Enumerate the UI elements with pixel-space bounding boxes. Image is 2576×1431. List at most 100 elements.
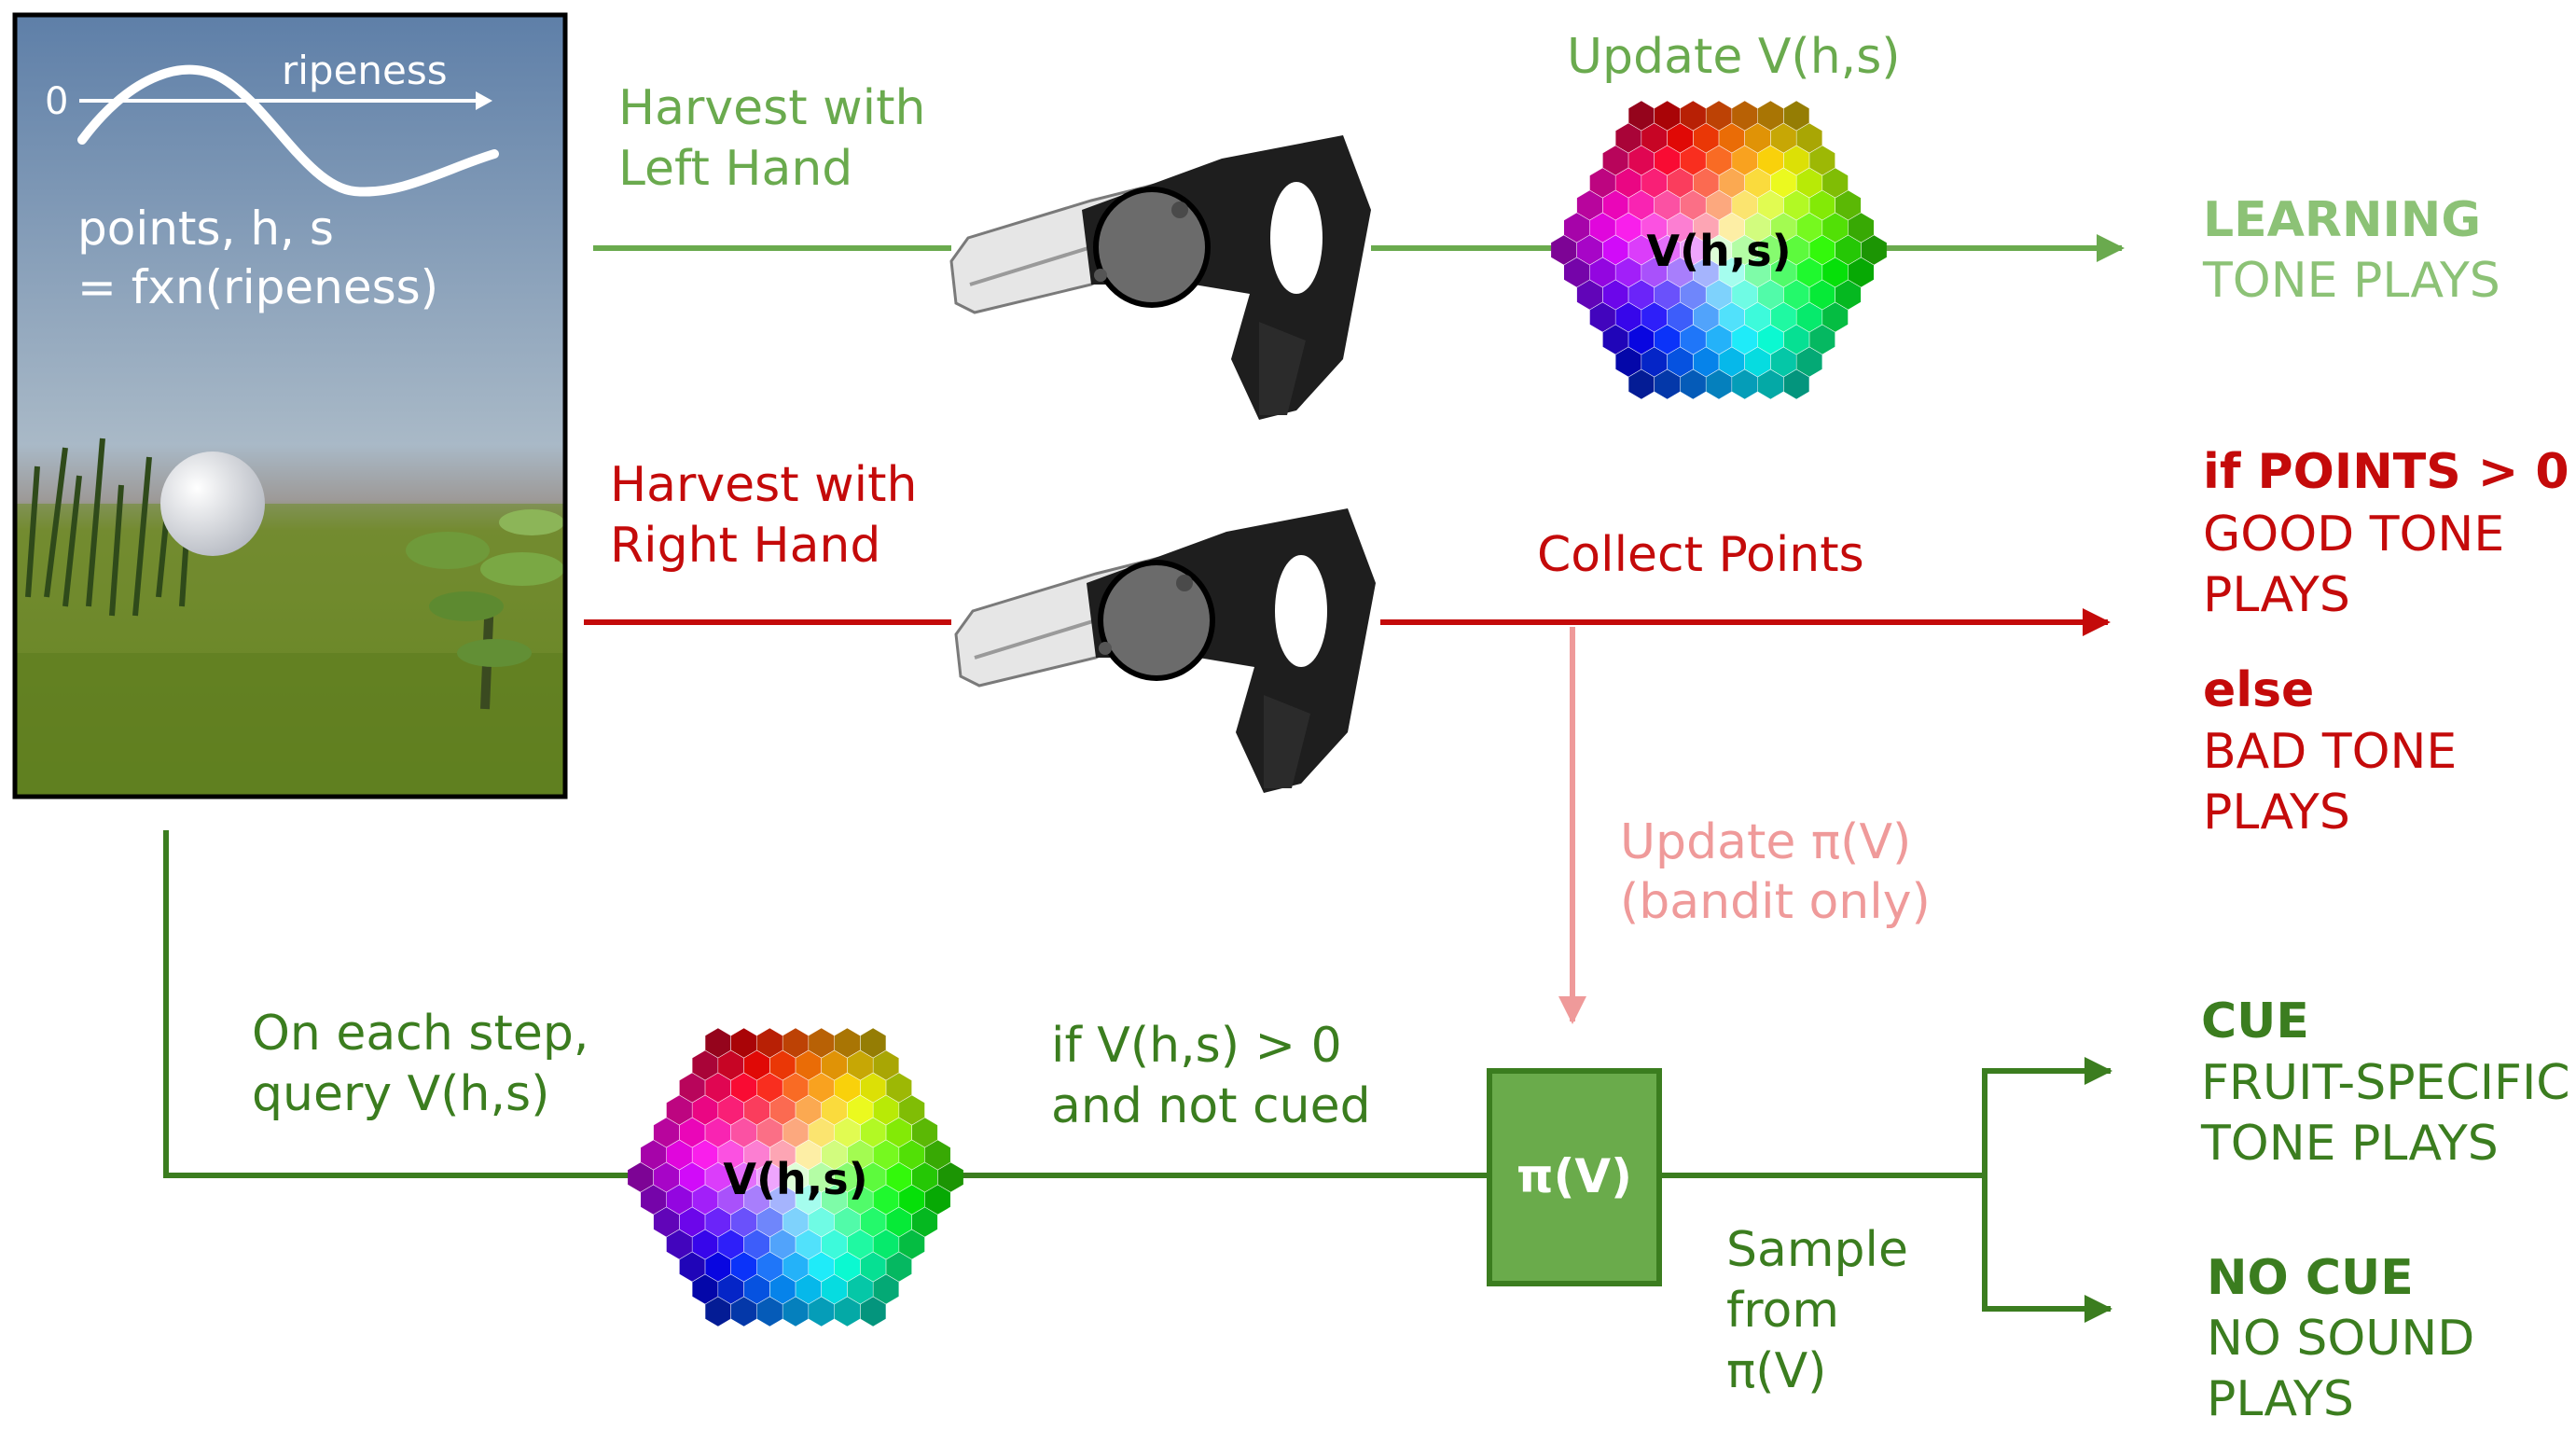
axis-zero-label: 0 [45,80,68,123]
color-tile [782,1297,809,1327]
color-tile [756,1252,782,1282]
color-tile [731,1118,757,1147]
color-tile [731,1162,757,1192]
cue-line1: FRUIT-SPECIFIC [2201,1055,2570,1111]
color-tile [692,1230,718,1259]
color-tile [666,1185,692,1215]
else-label: else [2203,662,2314,718]
color-tile [756,1207,782,1237]
color-tile [1589,213,1615,243]
color-tile [1796,347,1822,377]
color-tile [1602,190,1628,220]
color-tile [1796,213,1822,243]
color-tile [743,1185,769,1215]
right-controller-icon [956,508,1376,793]
color-tile [756,1162,782,1192]
color-tile [1655,280,1681,310]
sample-line2: from [1726,1283,1839,1339]
color-tile [705,1028,731,1058]
color-tile [1719,213,1745,243]
color-tile [873,1050,899,1080]
color-tile [873,1140,899,1170]
update-policy-line2: (bandit only) [1620,874,1931,930]
value-hexagon-top-label: V(h,s) [1646,226,1791,276]
formula-line2: = fxn(ripeness) [77,260,438,314]
color-tile [1848,257,1874,287]
right-hand-label-line2: Right Hand [610,518,880,574]
query-path [163,830,2112,1323]
color-tile [718,1095,744,1125]
color-tile [1602,280,1628,310]
color-tile [731,1207,757,1237]
color-tile [1706,190,1732,220]
color-tile [1757,280,1783,310]
color-tile [756,1297,782,1327]
color-tile [1732,325,1758,354]
color-tile [1835,190,1862,220]
color-tile [873,1274,899,1304]
color-tile [692,1050,718,1080]
color-tile [1745,213,1771,243]
color-tile [822,1274,848,1304]
color-tile [666,1140,692,1170]
color-tile [1796,257,1822,287]
color-tile [1641,213,1668,243]
color-tile [1655,146,1681,175]
fruit-sphere [160,452,265,556]
color-tile [873,1185,899,1215]
nocue-line1: NO SOUND [2207,1311,2474,1367]
color-tile [796,1274,822,1304]
color-tile [1835,235,1862,265]
update-policy-line1: Update π(V) [1620,814,1911,870]
color-tile [718,1185,744,1215]
sample-line3: π(V) [1726,1343,1826,1399]
color-tile [1822,302,1849,332]
cue-title: CUE [2201,993,2309,1049]
color-tile [718,1050,744,1080]
color-tile [1719,123,1745,153]
color-tile [1680,235,1706,265]
color-tile [834,1028,860,1058]
cue-line2: TONE PLAYS [2200,1116,2499,1172]
color-tile [1693,302,1719,332]
color-tile [796,1050,822,1080]
color-tile [1719,347,1745,377]
color-tile [1745,302,1771,332]
color-tile [1602,146,1628,175]
color-tile [1589,302,1615,332]
color-tile [899,1230,925,1259]
good-tone-line2: PLAYS [2203,567,2350,623]
color-tile [1589,168,1615,198]
color-tile [796,1095,822,1125]
color-tile [1757,190,1783,220]
color-tile [860,1118,886,1147]
color-tile [1615,302,1641,332]
color-tile [1770,123,1796,153]
color-tile [679,1252,705,1282]
color-tile [1641,302,1668,332]
color-tile [834,1207,860,1237]
color-tile [743,1230,769,1259]
color-tile [705,1297,731,1327]
color-tile [692,1274,718,1304]
color-tile [1809,146,1835,175]
query-label-line2: query V(h,s) [252,1066,549,1122]
color-tile [731,1252,757,1282]
color-tile [1809,325,1835,354]
color-tile [1693,257,1719,287]
color-tile [1757,101,1783,131]
color-tile [1745,347,1771,377]
color-tile [1848,213,1874,243]
game-scene-panel [12,12,568,799]
color-tile [666,1095,692,1125]
color-tile [1783,235,1809,265]
color-tile [1719,302,1745,332]
color-tile [1615,257,1641,287]
color-tile [1693,213,1719,243]
color-tile [847,1140,873,1170]
color-tile [1706,369,1732,399]
color-tile [692,1095,718,1125]
color-tile [1783,369,1809,399]
axis-ripeness-label: ripeness [282,48,448,93]
color-tile [809,1028,835,1058]
